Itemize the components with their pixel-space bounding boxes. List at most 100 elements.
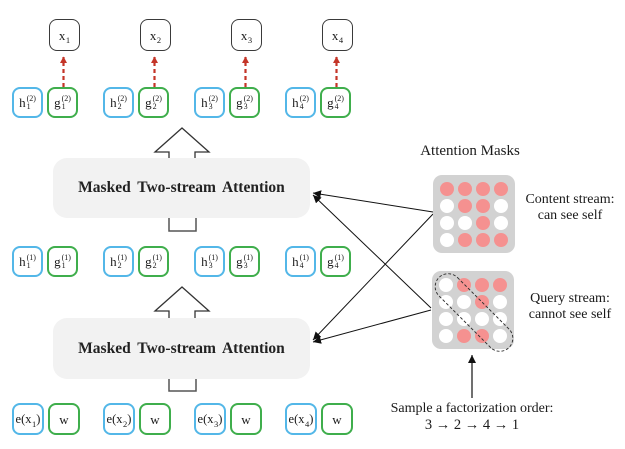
attention-block-label: Masked Two-stream Attention xyxy=(78,339,285,357)
masked-two-stream-attention-block-upper: Masked Two-stream Attention xyxy=(53,158,310,218)
var-subscript: 3 xyxy=(243,260,248,270)
output-arrow-upper xyxy=(153,127,211,161)
input-bracket-lower xyxy=(168,379,197,392)
g-layer2-box-1: g(2)1 xyxy=(47,87,78,118)
var-subscript: 1 xyxy=(65,35,71,45)
content-mask-dot-r2c4 xyxy=(494,198,508,213)
h-layer1-box-3: h(1)3 xyxy=(194,246,225,277)
w-label: w xyxy=(332,411,342,427)
content-mask-dot-r4c4 xyxy=(494,232,508,247)
query-stream-label-line1: Query stream: xyxy=(530,291,610,306)
attention-block-label: Masked Two-stream Attention xyxy=(78,179,285,196)
var-base: g xyxy=(236,254,243,269)
content-mask-dot-r3c2 xyxy=(458,215,472,230)
h-layer1-box-2: h(1)2 xyxy=(103,246,134,277)
content-stream-mask xyxy=(433,175,515,253)
query-mask-dot-r2c3 xyxy=(475,294,489,309)
query-stream-label: Query stream: cannot see self xyxy=(516,291,624,322)
content-mask-to-lower-attention-line xyxy=(312,213,434,341)
query-mask-dot-r1c1 xyxy=(439,277,453,292)
var-base: h xyxy=(110,95,117,110)
query-mask-dot-r3c3 xyxy=(475,311,489,326)
var-superscript: (2) xyxy=(61,94,71,103)
var-subscript: 4 xyxy=(338,35,344,45)
var-subscript: 1 xyxy=(26,260,31,270)
var-base: h xyxy=(292,95,299,110)
var-subscript: 2 xyxy=(123,418,128,429)
content-mask-dot-r1c2 xyxy=(458,181,472,196)
var-base: x xyxy=(331,27,339,43)
content-mask-dot-r3c1 xyxy=(440,215,454,230)
attention-masks-title: Attention Masks xyxy=(420,143,520,159)
w-box-3: w xyxy=(230,403,262,435)
content-stream-label: Content stream: can see self xyxy=(516,192,624,223)
var-subscript: 1 xyxy=(61,101,66,111)
query-mask-dot-r4c3 xyxy=(475,328,489,343)
var-base: h xyxy=(19,95,26,110)
var-superscript: (2) xyxy=(208,94,218,103)
h-layer1-box-1: h(1)1 xyxy=(12,246,43,277)
w-box-1: w xyxy=(48,403,80,435)
query-mask-dot-r4c1 xyxy=(439,328,453,343)
var-base: g xyxy=(54,95,61,110)
var-base: g xyxy=(327,254,334,269)
content-mask-dot-r4c1 xyxy=(440,232,454,247)
h-layer2-box-4: h(2)4 xyxy=(285,87,316,118)
var-subscript: 1 xyxy=(61,260,66,270)
var-subscript: 2 xyxy=(152,260,157,270)
query-mask-dot-r4c4 xyxy=(493,328,507,343)
query-mask-dot-r4c2 xyxy=(457,328,471,343)
var-subscript: 3 xyxy=(214,418,219,429)
query-mask-dot-r2c1 xyxy=(439,294,453,309)
var-base: e(x xyxy=(15,411,32,426)
var-subscript: 3 xyxy=(208,101,213,111)
var-base: x xyxy=(240,27,248,43)
content-mask-to-upper-attention-line xyxy=(312,190,434,213)
masked-two-stream-attention-block-lower: Masked Two-stream Attention xyxy=(53,318,310,379)
content-mask-dot-r1c4 xyxy=(494,181,508,196)
query-mask-dot-r2c2 xyxy=(457,294,471,309)
var-subscript: 1 xyxy=(26,101,31,111)
var-base: g xyxy=(145,254,152,269)
content-mask-dot-r2c2 xyxy=(458,198,472,213)
query-stream-label-line2: cannot see self xyxy=(528,306,612,322)
input-bracket-upper xyxy=(168,218,197,232)
var-superscript: (2) xyxy=(152,94,162,103)
query-mask-dot-r3c4 xyxy=(493,311,507,326)
var-subscript: 3 xyxy=(208,260,213,270)
factorization-label: Sample a factorization order: 3 → 2 → 4 … xyxy=(382,401,562,433)
query-mask-to-lower-attention-line xyxy=(312,309,432,344)
var-superscript: (1) xyxy=(117,253,127,262)
h-layer1-box-4: h(1)4 xyxy=(285,246,316,277)
content-mask-dot-r2c3 xyxy=(476,198,490,213)
var-superscript: (2) xyxy=(334,94,344,103)
g-layer1-box-2: g(1)2 xyxy=(138,246,169,277)
var-close: ) xyxy=(127,411,132,426)
var-subscript: 4 xyxy=(299,260,304,270)
content-stream-label-line2: can see self xyxy=(537,207,603,223)
g-layer1-box-4: g(1)4 xyxy=(320,246,351,277)
var-base: g xyxy=(236,95,243,110)
g-layer1-box-1: g(1)1 xyxy=(47,246,78,277)
g-layer2-box-4: g(2)4 xyxy=(320,87,351,118)
h-layer2-box-2: h(2)2 xyxy=(103,87,134,118)
query-stream-mask xyxy=(429,267,519,358)
query-mask-to-upper-attention-line xyxy=(312,194,432,309)
var-superscript: (2) xyxy=(243,94,253,103)
g-layer2-box-3: g(2)3 xyxy=(229,87,260,118)
w-box-4: w xyxy=(321,403,353,435)
content-mask-dot-r4c2 xyxy=(458,232,472,247)
var-base: x xyxy=(58,27,66,43)
var-subscript: 4 xyxy=(299,101,304,111)
var-subscript: 2 xyxy=(152,101,157,111)
query-mask-dot-r2c4 xyxy=(493,294,507,309)
var-base: e(x xyxy=(197,411,214,426)
var-base: g xyxy=(327,95,334,110)
content-stream-label-line1: Content stream: xyxy=(525,192,615,207)
query-mask-dot-r3c1 xyxy=(439,311,453,326)
